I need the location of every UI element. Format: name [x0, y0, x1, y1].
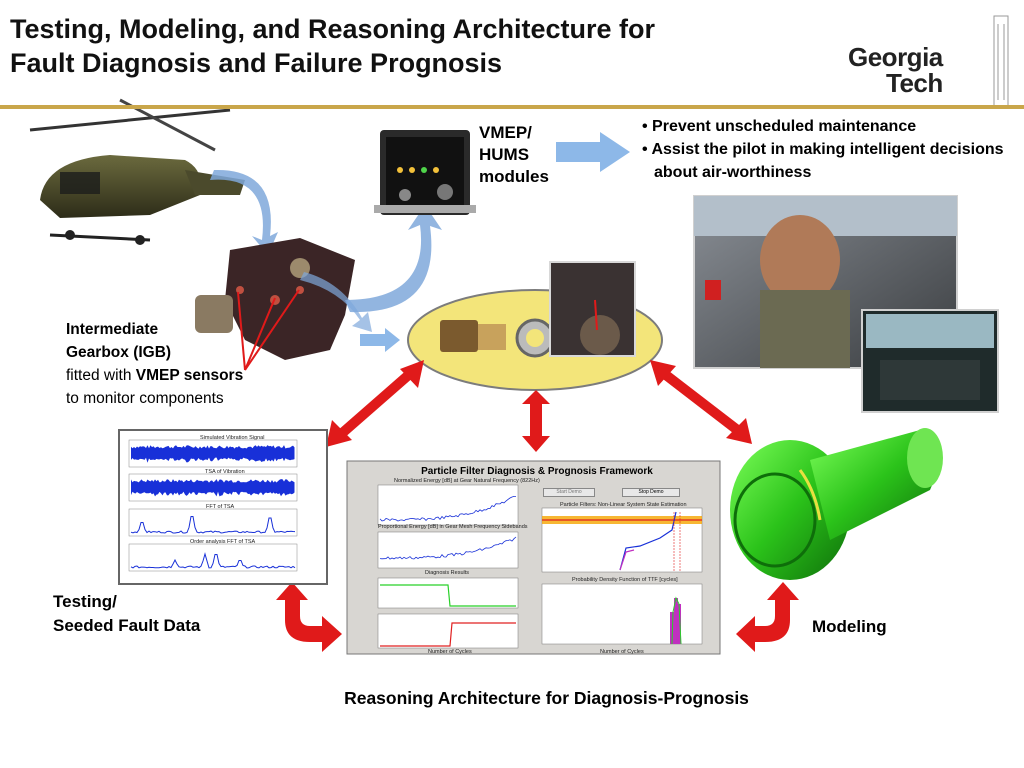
- curved-arrow-gearbox-loop: [300, 272, 372, 332]
- title-line-2: Fault Diagnosis and Failure Prognosis: [10, 48, 503, 78]
- benefit-text-1: Prevent unscheduled maintenance: [652, 118, 917, 135]
- modeling-label: Modeling: [812, 617, 887, 636]
- igb-label-line-1: Intermediate: [66, 321, 159, 338]
- red-double-arrow-center: [522, 390, 550, 452]
- plot-title-sidebands: Proportional Energy [dB] in Gear Mesh Fr…: [378, 524, 528, 530]
- title-divider: [0, 105, 1024, 109]
- sensor-pointer-lines: [237, 289, 300, 371]
- components-ellipse: [407, 261, 663, 391]
- igb-label-prefix: fitted with: [66, 367, 136, 384]
- vmep-label-line-3: modules: [479, 167, 549, 186]
- red-curved-arrow-testing: [276, 582, 342, 652]
- plot-title-energy: Normalized Energy [dB] at Gear Natural F…: [394, 478, 540, 484]
- testing-data-plots: [118, 429, 328, 585]
- sensor-plot-title-1: Simulated Vibration Signal: [200, 435, 265, 441]
- red-double-arrow-left: [326, 360, 424, 447]
- testing-label: Testing/ Seeded Fault Data: [53, 590, 200, 638]
- plot-xlabel-right: Number of Cycles: [600, 649, 644, 655]
- plot-title-state-estimation: Particle Filters: Non-Linear System Stat…: [560, 502, 687, 508]
- cockpit-photo: [861, 309, 999, 413]
- tower-emblem: [993, 15, 1009, 107]
- testing-label-line-1: Testing/: [53, 592, 117, 611]
- georgia-tech-logo: Georgia Tech: [848, 44, 988, 96]
- benefit-item: • Prevent unscheduled maintenance: [642, 118, 917, 135]
- plot-title-diagnosis: Diagnosis Results: [425, 570, 470, 576]
- sensor-plot-title-3: FFT of TSA: [206, 504, 235, 510]
- red-curved-arrow-modeling: [736, 582, 799, 652]
- curved-arrow-heli-to-igb: [210, 169, 278, 255]
- benefit-text-2: Assist the pilot in making intelligent d…: [651, 141, 1004, 181]
- helicopter-image: [29, 98, 245, 245]
- vmep-label: VMEP/ HUMS modules: [479, 122, 589, 188]
- framework-title: Particle Filter Diagnosis & Prognosis Fr…: [421, 466, 653, 477]
- testing-label-line-2: Seeded Fault Data: [53, 616, 201, 635]
- igb-label-line-3: fitted with VMEP sensors: [66, 364, 326, 387]
- igb-label-line-2: Gearbox (IGB): [66, 344, 172, 361]
- benefits-list: • Prevent unscheduled maintenance • Assi…: [642, 115, 1022, 184]
- plot-xlabel-left: Number of Cycles: [428, 649, 472, 655]
- vmep-module-image: [374, 130, 476, 215]
- diagram-caption: Reasoning Architecture for Diagnosis-Pro…: [344, 688, 749, 708]
- igb-label: Intermediate Gearbox (IGB) fitted with V…: [66, 318, 326, 410]
- start-demo-button: Start Demo: [543, 488, 595, 497]
- vmep-label-line-2: HUMS: [479, 145, 530, 164]
- igb-label-bold: VMEP sensors: [135, 367, 244, 384]
- plot-title-pdf: Probability Density Function of TTF [cyc…: [572, 577, 678, 583]
- arrow-igb-to-ellipse: [360, 328, 400, 352]
- stop-demo-button: Stop Demo: [622, 488, 680, 497]
- vmep-label-line-1: VMEP/: [479, 123, 532, 142]
- benefit-item: • Assist the pilot in making intelligent…: [642, 141, 1004, 181]
- slide-title: Testing, Modeling, and Reasoning Archite…: [10, 12, 850, 80]
- logo-word-georgia: Georgia: [848, 42, 943, 72]
- particle-filter-panel: [346, 460, 721, 655]
- red-double-arrow-right: [650, 360, 752, 444]
- logo-word-tech: Tech: [886, 68, 943, 98]
- shaft-model-image: [730, 428, 943, 580]
- sensor-plot-title-2: TSA of Vibration: [205, 469, 245, 475]
- sensor-plot-title-4: Order analysis FFT of TSA: [190, 539, 256, 545]
- curved-arrow-igb-to-vmep: [345, 205, 442, 313]
- arrow-vmep-to-bullets: [556, 132, 630, 172]
- title-line-1: Testing, Modeling, and Reasoning Archite…: [10, 14, 656, 44]
- igb-label-line-4: to monitor components: [66, 390, 224, 407]
